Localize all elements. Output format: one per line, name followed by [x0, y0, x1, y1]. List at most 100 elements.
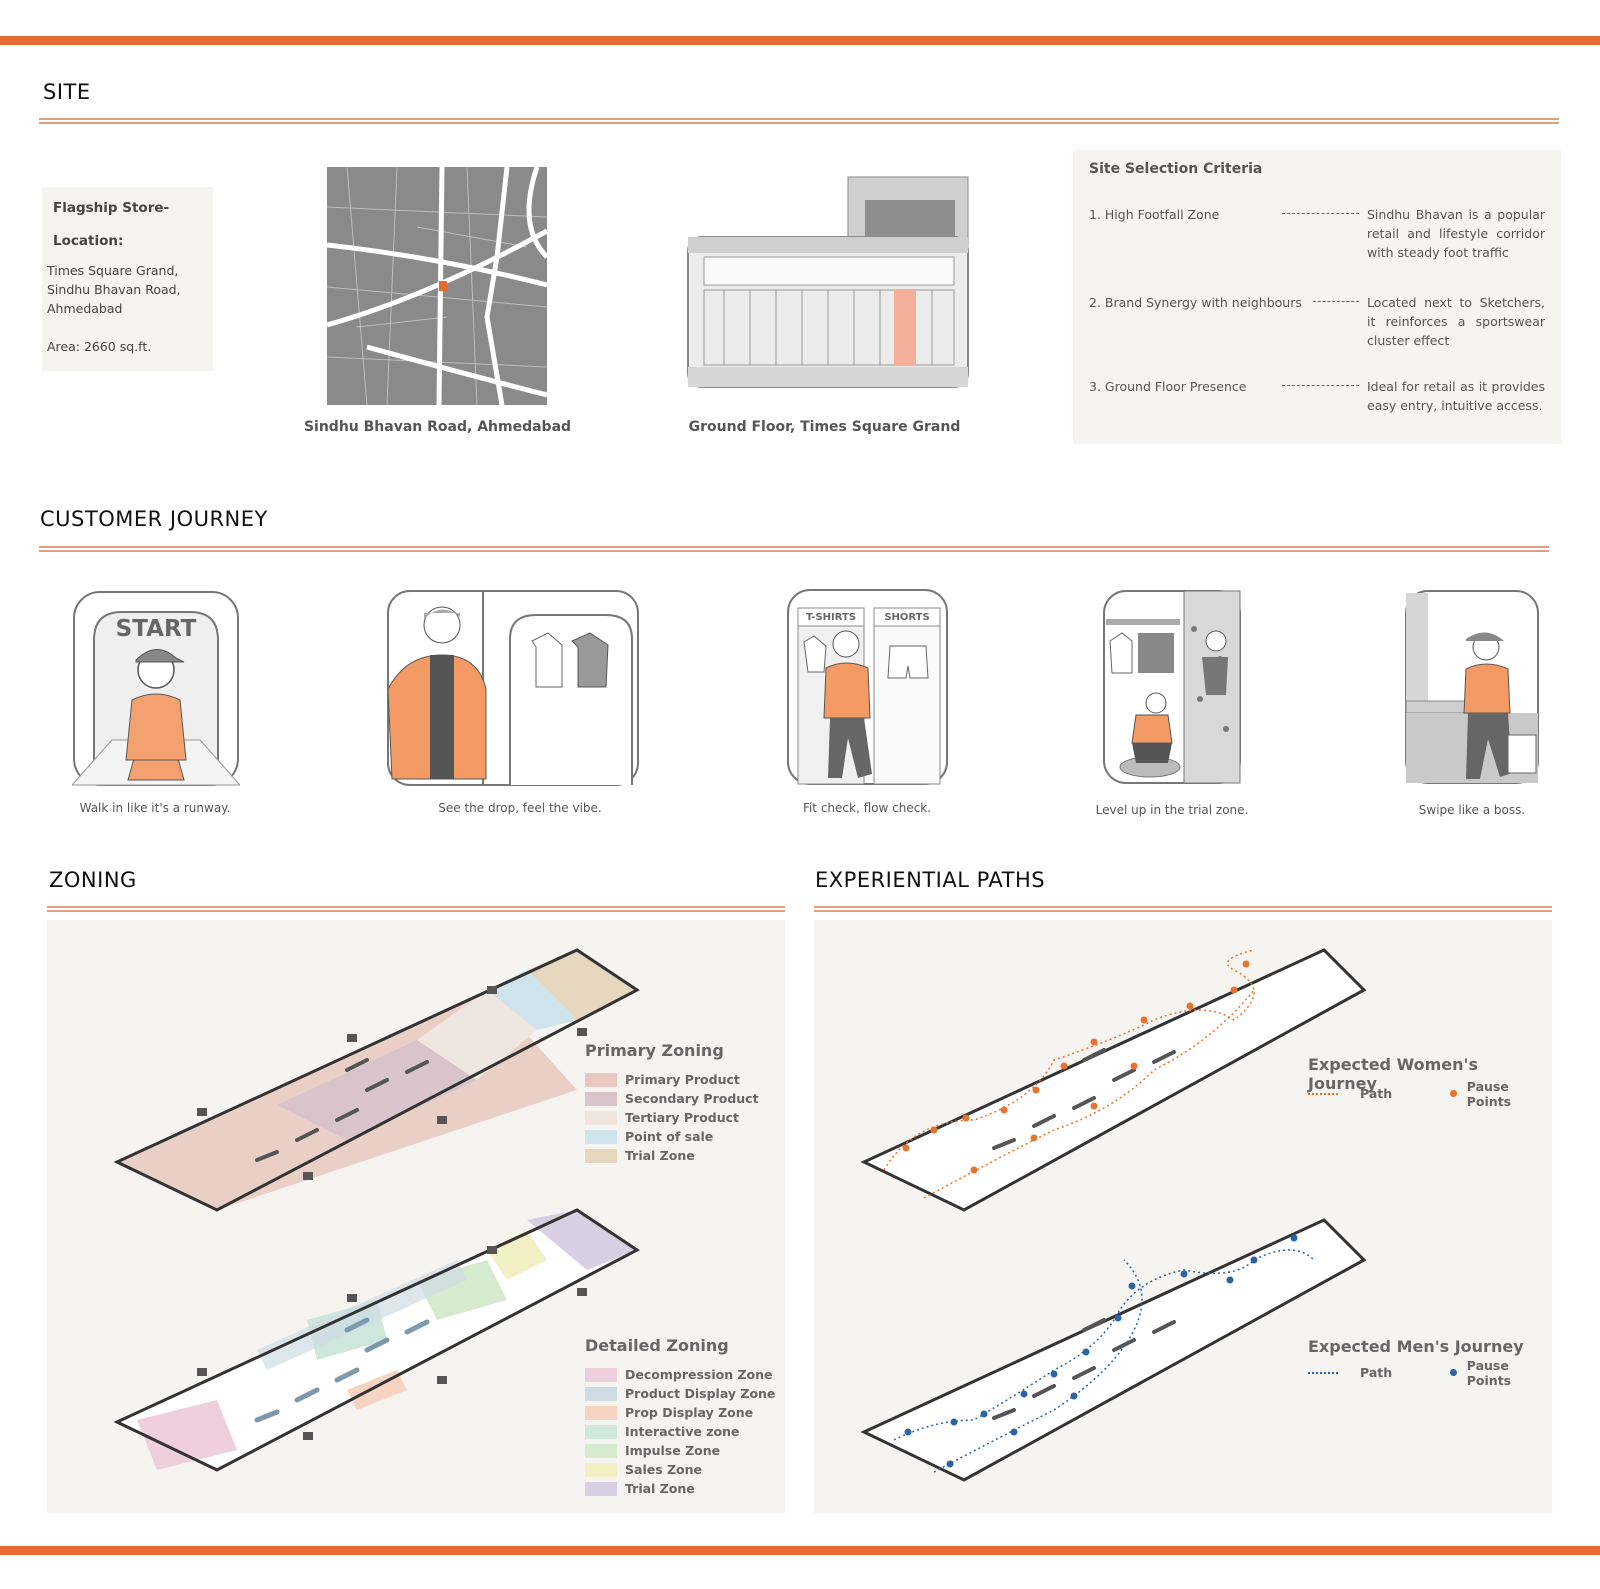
detailed-zoning-legend: Decompression Zone Product Display Zone …	[585, 1365, 775, 1498]
legend-swatch	[585, 1405, 617, 1420]
address-line-2: Sindhu Bhavan Road,	[47, 282, 181, 297]
pause-point-icon	[1450, 1369, 1457, 1376]
legend-item: Trial Zone	[585, 1479, 775, 1498]
paths-divider	[814, 906, 1552, 912]
legend-label: Decompression Zone	[625, 1367, 773, 1382]
section-title-journey: CUSTOMER JOURNEY	[40, 507, 268, 531]
criteria-leader	[1282, 385, 1359, 386]
detailed-zoning-title: Detailed Zoning	[585, 1336, 729, 1355]
primary-zoning-title: Primary Zoning	[585, 1041, 724, 1060]
legend-label: Tertiary Product	[625, 1110, 740, 1125]
legend-label: Trial Zone	[625, 1148, 695, 1163]
path-line-icon	[1308, 1092, 1339, 1095]
legend-swatch	[585, 1129, 617, 1144]
legend-swatch	[585, 1481, 617, 1496]
path-line-icon	[1308, 1371, 1339, 1374]
area-text: Area: 2660 sq.ft.	[47, 339, 152, 354]
start-sign: START	[115, 616, 197, 642]
womens-journey-plan	[860, 948, 1367, 1212]
legend-label: Prop Display Zone	[625, 1405, 754, 1420]
criteria-item: 2. Brand Synergy with neighbours Located…	[1089, 293, 1545, 350]
mens-journey-plan	[860, 1218, 1367, 1482]
pause-label: Pause Points	[1466, 1078, 1512, 1109]
journey-frame-trial	[1102, 589, 1242, 785]
legend-swatch	[585, 1091, 617, 1106]
legend-label: Trial Zone	[625, 1481, 695, 1496]
legend-swatch	[585, 1443, 617, 1458]
legend-item: Sales Zone	[585, 1460, 775, 1479]
legend-item: Primary Product	[585, 1070, 759, 1089]
legend-item: Impulse Zone	[585, 1441, 775, 1460]
journey-frame-start: START	[72, 590, 240, 787]
location-card: Flagship Store- Location: Times Square G…	[42, 187, 213, 371]
address-line-1: Times Square Grand,	[47, 263, 179, 278]
journey-frame-checkout	[1404, 589, 1540, 785]
legend-label: Secondary Product	[625, 1091, 759, 1106]
pause-point-icon	[1450, 1090, 1457, 1097]
criteria-description: Ideal for retail as it provides easy ent…	[1367, 379, 1545, 413]
journey-caption: Fit check, flow check.	[802, 801, 932, 815]
top-accent-bar	[0, 36, 1600, 45]
legend-swatch	[585, 1148, 617, 1163]
legend-label: Product Display Zone	[625, 1386, 776, 1401]
section-title-paths: EXPERIENTIAL PATHS	[815, 868, 1046, 892]
floor-caption: Ground Floor, Times Square Grand	[688, 419, 961, 435]
map-caption: Sindhu Bhavan Road, Ahmedabad	[303, 419, 572, 435]
address-line-3: Ahmedabad	[47, 301, 123, 316]
criteria-description: Sindhu Bhavan is a popular retail and li…	[1367, 207, 1545, 260]
location-heading: Flagship Store-	[53, 200, 170, 216]
criteria-item: 3. Ground Floor Presence Ideal for retai…	[1089, 377, 1545, 415]
criteria-description: Located next to Sketchers, it reinforces…	[1367, 295, 1545, 348]
bottom-accent-bar	[0, 1546, 1600, 1555]
womens-journey-legend: Path Pause Points	[1308, 1079, 1552, 1109]
criteria-label: 2. Brand Synergy with neighbours	[1089, 295, 1302, 310]
detailed-zoning-plan	[113, 1208, 640, 1472]
mens-journey-title: Expected Men's Journey	[1308, 1337, 1524, 1356]
legend-item: Point of sale	[585, 1127, 759, 1146]
legend-swatch	[585, 1110, 617, 1125]
section-title-site: SITE	[43, 80, 91, 104]
primary-zoning-plan	[113, 948, 640, 1212]
womens-journey-title: Expected Women's Journey	[1308, 1055, 1478, 1093]
journey-frame-fit: T-SHIRTS SHORTS	[786, 588, 949, 786]
legend-item: Product Display Zone	[585, 1384, 775, 1403]
site-divider	[39, 118, 1559, 124]
criteria-leader	[1282, 213, 1359, 214]
journey-caption: Swipe like a boss.	[1418, 803, 1526, 817]
site-map	[327, 167, 547, 405]
zoning-panel: Primary Zoning Primary Product Secondary…	[47, 920, 785, 1513]
journey-divider	[39, 546, 1549, 552]
legend-item: Interactive zone	[585, 1422, 775, 1441]
criteria-panel: Site Selection Criteria 1. High Footfall…	[1073, 150, 1561, 444]
criteria-label: 3. Ground Floor Presence	[1089, 379, 1247, 394]
legend-item: Trial Zone	[585, 1146, 759, 1165]
pause-label: Pause Points	[1466, 1357, 1512, 1388]
criteria-leader	[1313, 301, 1359, 302]
criteria-item: 1. High Footfall Zone Sindhu Bhavan is a…	[1089, 205, 1545, 262]
paths-panel: Expected Women's Journey Path Pause Poin…	[814, 920, 1552, 1513]
primary-zoning-legend: Primary Product Secondary Product Tertia…	[585, 1070, 759, 1165]
mens-journey-legend: Path Pause Points	[1308, 1358, 1552, 1388]
legend-item: Prop Display Zone	[585, 1403, 775, 1422]
tshirts-sign: T-SHIRTS	[805, 612, 857, 623]
criteria-title: Site Selection Criteria	[1089, 161, 1263, 177]
legend-label: Sales Zone	[625, 1462, 703, 1477]
journey-caption: See the drop, feel the vibe.	[438, 801, 602, 815]
section-title-zoning: ZONING	[49, 868, 137, 892]
legend-swatch	[585, 1367, 617, 1382]
legend-label: Impulse Zone	[625, 1443, 721, 1458]
journey-caption: Walk in like it's a runway.	[79, 801, 231, 815]
legend-swatch	[585, 1424, 617, 1439]
location-label: Location:	[53, 233, 124, 249]
legend-swatch	[585, 1462, 617, 1477]
legend-swatch	[585, 1386, 617, 1401]
journey-frame-drop	[386, 589, 640, 787]
legend-label: Point of sale	[625, 1129, 714, 1144]
journey-caption: Level up in the trial zone.	[1095, 803, 1249, 817]
path-label: Path	[1360, 1365, 1393, 1380]
shorts-sign: SHORTS	[884, 612, 930, 623]
legend-swatch	[585, 1072, 617, 1087]
zoning-divider	[47, 906, 785, 912]
legend-item: Tertiary Product	[585, 1108, 759, 1127]
legend-item: Secondary Product	[585, 1089, 759, 1108]
